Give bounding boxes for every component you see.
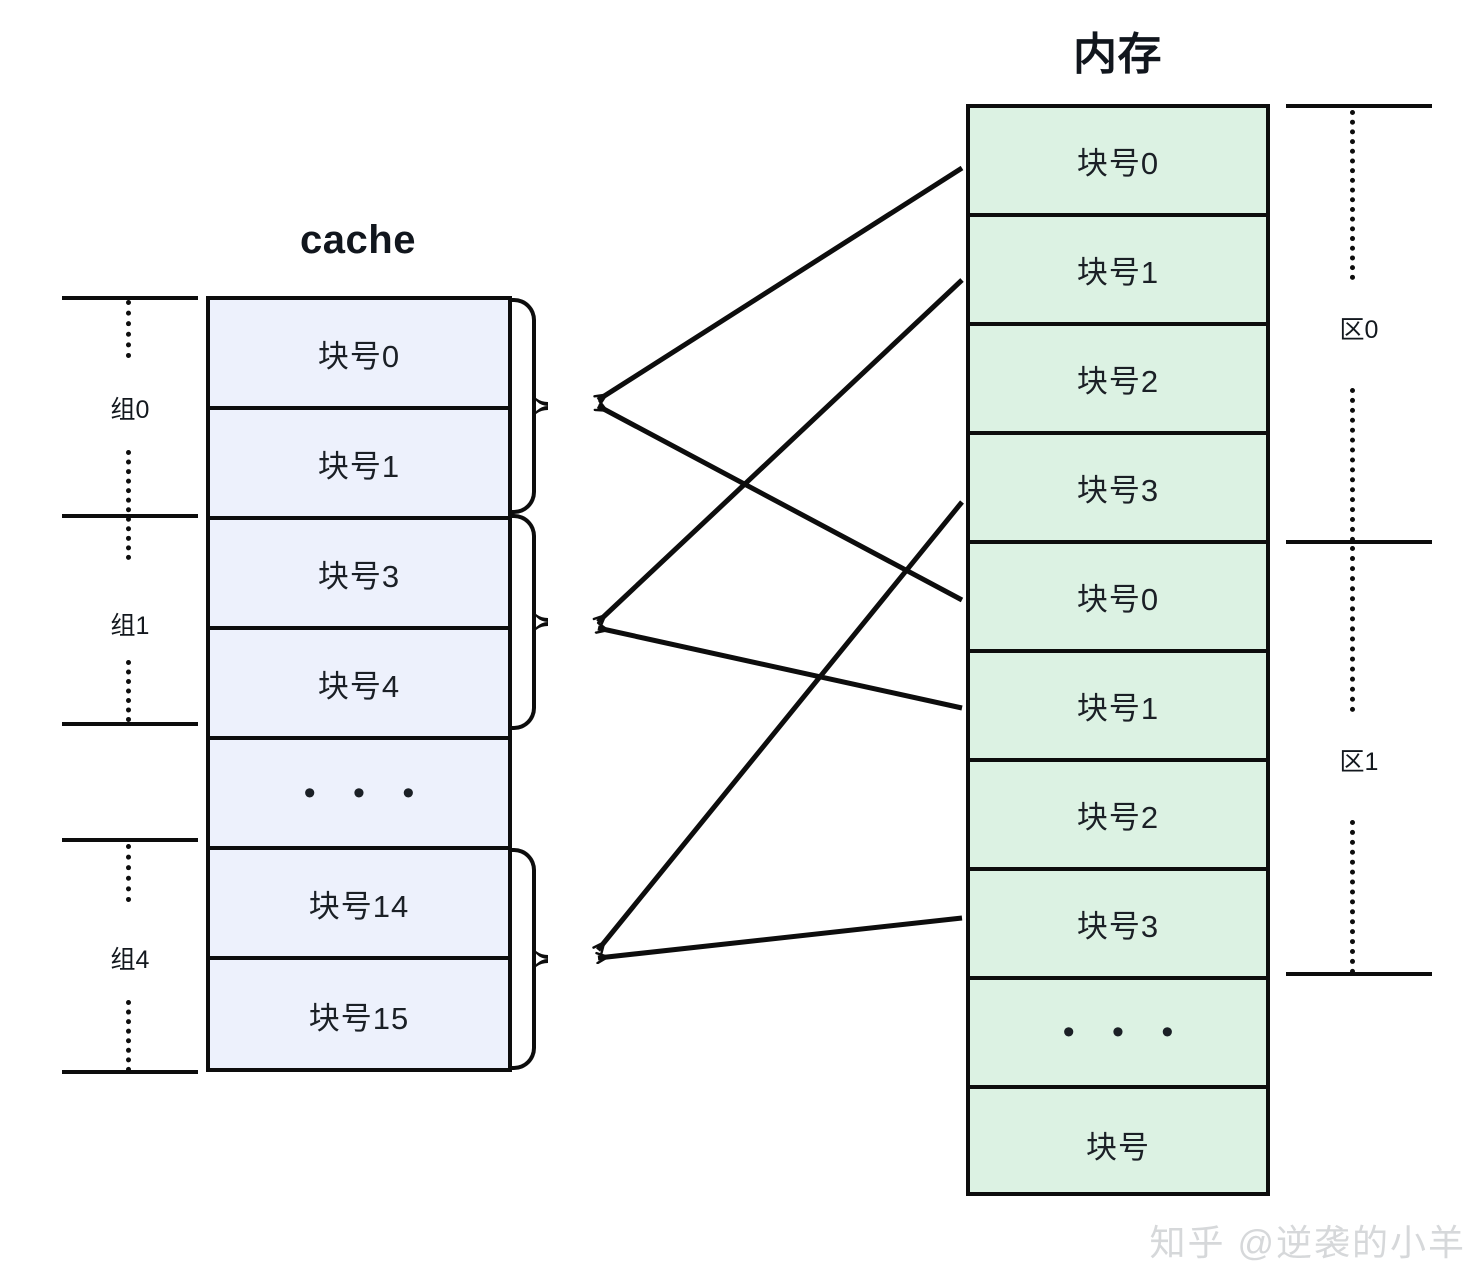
memory-cell-6: 块号2 (970, 762, 1266, 871)
memory-column: 块号0 块号1 块号2 块号3 块号0 块号1 块号2 块号3 • • • 块号 (966, 104, 1270, 1196)
arrow-mem3b-to-set4 (598, 915, 963, 958)
cache-set-brace-4 (508, 848, 548, 1070)
arrow-mem3-to-set4 (598, 500, 964, 950)
group-dots-0-upper (126, 300, 131, 358)
memory-cell-5: 块号1 (970, 653, 1266, 762)
cache-cell-2: 块号3 (210, 520, 508, 630)
group-dots-4-lower (126, 1000, 131, 1072)
group-label-0: 组0 (110, 396, 150, 424)
group-dots-0-lower (126, 450, 131, 560)
memory-cell-9: 块号 (1086, 1130, 1150, 1165)
region-dots-0-lower (1350, 388, 1355, 542)
memory-title: 内存 (1073, 30, 1162, 79)
group-label-1: 组1 (110, 612, 150, 640)
group-rule-1-gap (62, 722, 198, 726)
cache-cell-ellipsis: • • • (210, 740, 508, 850)
cache-cell-1: 块号1 (210, 410, 508, 520)
cache-cell-0: 块号0 (210, 300, 508, 410)
arrow-mem0-to-set0 (598, 165, 964, 400)
region-label-1: 区1 (1339, 748, 1379, 776)
arrow-mem0b-to-set0 (598, 406, 964, 603)
watermark: 知乎 @逆袭的小羊 (1149, 1222, 1466, 1263)
arrow-mem1-to-set1 (598, 278, 964, 622)
group-dots-4-upper (126, 844, 131, 902)
cache-title: cache (300, 218, 416, 262)
region-dots-1-upper (1350, 546, 1355, 712)
group-label-4: 组4 (110, 946, 150, 974)
memory-cell-4: 块号0 (970, 544, 1266, 653)
region-rule-top (1286, 104, 1432, 108)
cache-column: 块号0 块号1 块号3 块号4 • • • 块号14 块号15 (206, 296, 512, 1072)
group-dots-1-lower (126, 660, 131, 722)
memory-cell-1: 块号1 (970, 217, 1266, 326)
memory-cell-2: 块号2 (970, 326, 1266, 435)
memory-cell-ellipsis: • • • (970, 980, 1266, 1089)
region-label-0: 区0 (1339, 316, 1379, 344)
cache-cell-5: 块号14 (210, 850, 508, 960)
cache-set-brace-1 (508, 514, 548, 730)
group-rule-gap-4 (62, 838, 198, 842)
memory-cell-3: 块号3 (970, 435, 1266, 544)
region-rule-bottom (1286, 972, 1432, 976)
region-dots-0-upper (1350, 110, 1355, 280)
memory-cell-7: 块号3 (970, 871, 1266, 980)
cache-cell-3: 块号4 (210, 630, 508, 740)
arrow-mem1b-to-set1 (598, 628, 963, 711)
group-rule-top (62, 296, 198, 300)
cache-set-brace-0 (508, 298, 548, 514)
group-rule-bottom (62, 1070, 198, 1074)
region-dots-1-lower (1350, 820, 1355, 974)
cache-cell-6: 块号15 (308, 1000, 410, 1036)
memory-cell-0: 块号0 (970, 108, 1266, 217)
region-rule-0-1 (1286, 540, 1432, 544)
